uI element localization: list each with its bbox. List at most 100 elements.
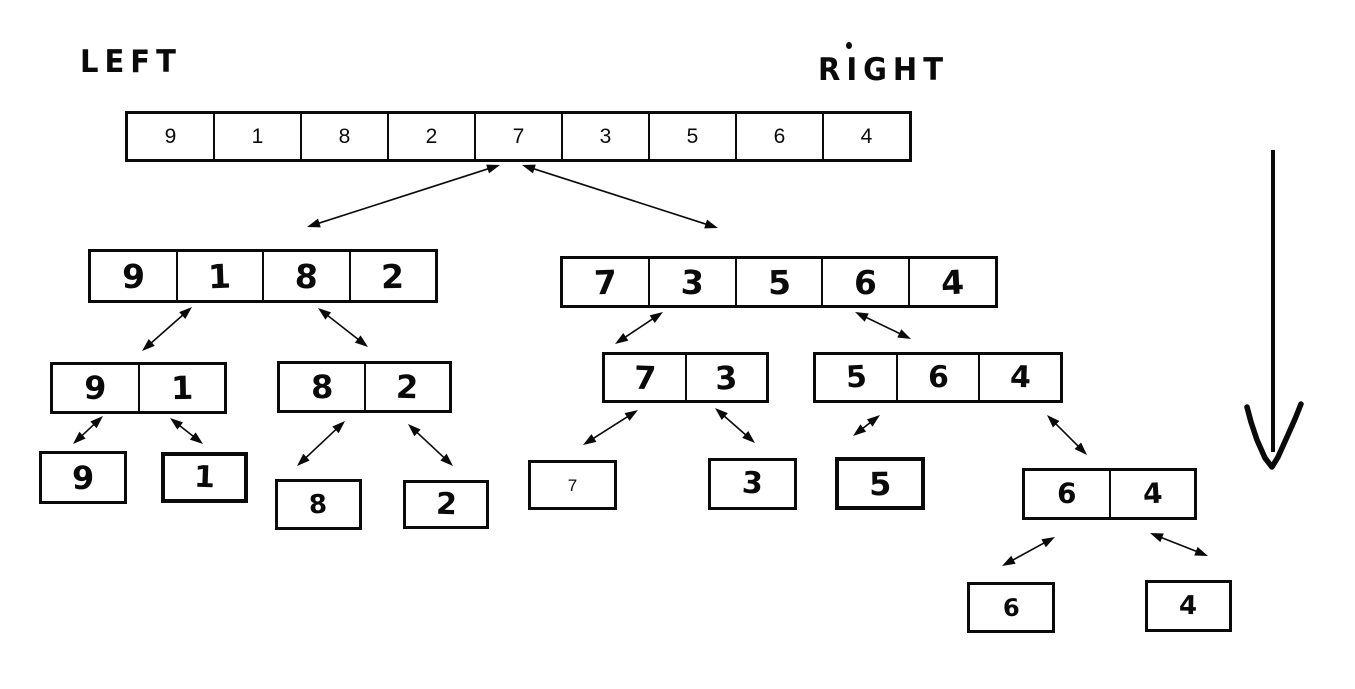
cell-value: 4 [1008, 359, 1032, 395]
array-cell: 7 [531, 463, 614, 507]
cell-value: 3 [741, 465, 764, 502]
array-cell: 8 [264, 252, 351, 300]
array-cell: 5 [816, 355, 898, 400]
cell-value: 9 [71, 458, 95, 497]
cell-value: 7 [593, 262, 618, 302]
cell-value: 6 [773, 125, 786, 148]
i-dot [846, 42, 852, 49]
split-arrow-pair-64-leaf-6 [1002, 537, 1055, 566]
split-arrow-right-right-pair-64 [1047, 415, 1087, 455]
array-cell: 8 [278, 482, 359, 527]
cell-value: 9 [83, 368, 108, 408]
array-box-right-half: 7 3 5 6 4 [560, 256, 998, 308]
cell-value: 7 [632, 358, 657, 397]
array-box-leaf-3: 3 [708, 458, 797, 510]
split-arrow-right-left-leaf-7 [583, 410, 638, 445]
array-cell: 7 [476, 114, 563, 159]
cell-value: 1 [193, 459, 216, 495]
cell-value: 6 [927, 359, 949, 395]
array-cell: 3 [711, 461, 794, 507]
array-cell: 1 [165, 456, 244, 499]
cell-value: 5 [868, 464, 892, 503]
array-cell: 2 [366, 364, 450, 410]
cell-value: 4 [1141, 476, 1163, 511]
split-arrow-left-half-left-right [318, 308, 368, 347]
array-cell: 9 [42, 454, 124, 501]
cell-value: 3 [714, 357, 739, 398]
array-box-leaf-5: 5 [835, 457, 925, 510]
cell-value: 4 [1179, 590, 1198, 622]
cell-value: 8 [308, 489, 329, 520]
left-label: LEFT [80, 42, 182, 80]
cell-value: 4 [860, 125, 873, 148]
cell-value: 3 [679, 261, 705, 303]
cell-value: 9 [164, 125, 177, 148]
array-box-leaf-4: 4 [1145, 580, 1232, 632]
array-cell: 6 [823, 259, 911, 305]
array-cell: 9 [128, 114, 215, 159]
cell-value: 2 [425, 125, 438, 148]
cell-value: 8 [293, 255, 319, 297]
cell-value: 6 [1056, 476, 1078, 511]
array-cell: 5 [737, 259, 824, 305]
array-cell: 4 [1148, 583, 1229, 629]
split-arrow-left-half-left-left [142, 307, 192, 351]
array-cell: 2 [351, 252, 436, 300]
cell-value: 8 [310, 367, 334, 407]
cell-value: 6 [853, 262, 878, 302]
cell-value: 2 [395, 367, 420, 407]
array-box-leaf-9: 9 [39, 451, 127, 504]
array-cell: 2 [389, 114, 476, 159]
array-cell: 1 [140, 365, 225, 411]
array-cell: 4 [980, 355, 1060, 400]
array-cell: 6 [1025, 471, 1111, 517]
cell-value: 4 [940, 261, 966, 303]
cell-value: 7 [512, 125, 525, 148]
array-cell: 4 [910, 259, 995, 305]
array-box-right-right: 5 6 4 [813, 352, 1063, 403]
array-box-left-half: 9 1 8 2 [88, 249, 438, 303]
array-cell: 1 [215, 114, 302, 159]
cell-value: 1 [251, 125, 264, 148]
cell-value: 7 [567, 475, 578, 495]
cell-value: 5 [844, 358, 868, 396]
array-box-leaf-1: 1 [161, 452, 248, 503]
cell-value: 5 [767, 262, 791, 302]
array-cell: 3 [650, 259, 737, 305]
cell-value: 9 [121, 256, 146, 296]
array-cell: 4 [1111, 471, 1195, 517]
split-arrow-left-right-leaf-8 [297, 421, 345, 466]
array-cell: 6 [970, 585, 1052, 630]
array-cell: 9 [91, 252, 178, 300]
split-arrow-right-half-right-right [855, 312, 911, 339]
array-cell: 4 [824, 114, 909, 159]
split-arrow-left-left-leaf-1 [170, 418, 203, 444]
cell-value: 5 [686, 125, 699, 148]
cell-value: 2 [434, 486, 458, 522]
array-cell: 3 [563, 114, 650, 159]
split-arrow-left-left-leaf-9 [73, 416, 103, 444]
right-label: RIGHT [818, 50, 949, 88]
array-cell: 5 [650, 114, 737, 159]
array-cell: 1 [178, 252, 264, 300]
array-cell: 7 [605, 355, 687, 400]
array-cell: 2 [406, 483, 486, 526]
split-arrow-pair-64-leaf-4 [1150, 533, 1208, 556]
cell-value: 1 [170, 368, 194, 408]
split-arrow-right-half-right-left [615, 312, 663, 344]
array-box-root: 9 1 8 2 7 3 5 6 4 [125, 111, 912, 162]
array-box-leaf-8: 8 [275, 479, 362, 530]
process-direction-arrow [1244, 150, 1304, 470]
cell-value: 1 [207, 256, 232, 296]
split-arrow-right-left-leaf-3 [715, 408, 755, 443]
array-cell: 3 [687, 355, 767, 400]
split-arrow-right-right-leaf-5 [853, 415, 880, 436]
array-box-leaf-2: 2 [403, 480, 489, 529]
array-cell: 6 [737, 114, 824, 159]
split-arrow-root-left-half [307, 164, 500, 228]
cell-value: 2 [380, 256, 405, 296]
array-cell: 8 [302, 114, 389, 159]
